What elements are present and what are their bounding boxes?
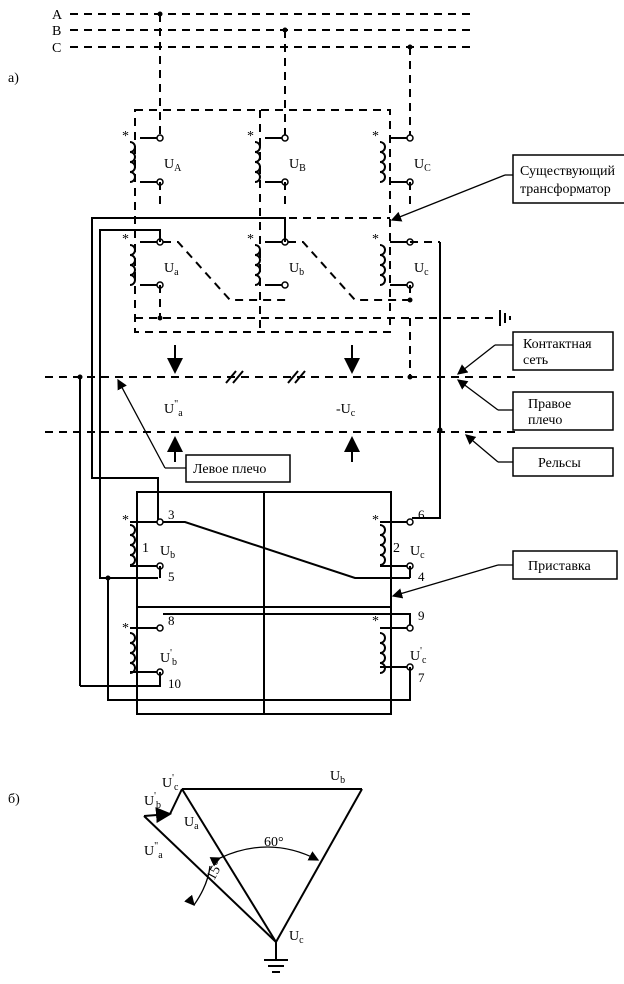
svg-text:*: * (122, 513, 129, 528)
callouts: Существующийтрансформатор Контактнаясеть… (118, 155, 624, 596)
svg-text:Ua: Ua (164, 261, 179, 278)
svg-text:-Uc: -Uc (336, 402, 356, 419)
svg-text:Ub: Ub (289, 261, 304, 278)
svg-text:*: * (372, 129, 379, 144)
svg-text:*: * (372, 232, 379, 247)
callout-rails: Рельсы (538, 456, 581, 471)
svg-text:UC: UC (414, 157, 431, 174)
phase-label-b: B (52, 24, 61, 39)
svg-text:3: 3 (168, 507, 175, 522)
svg-text:*: * (122, 129, 129, 144)
svg-text:Uc: Uc (410, 544, 425, 561)
phase-label-c: C (52, 41, 61, 56)
attachment-unit: * 1 Ub 3 5 * 2 Uc 6 4 * U'b 8 10 (80, 492, 427, 714)
svg-text:U'b: U'b (144, 791, 161, 811)
svg-text:6: 6 (418, 507, 425, 522)
part-label-b: б) (8, 792, 20, 807)
existing-transformer (135, 110, 390, 332)
svg-text:UB: UB (289, 157, 306, 174)
part-label-a: а) (8, 71, 19, 86)
svg-text:5: 5 (168, 569, 175, 584)
phase-label-a: A (52, 8, 63, 23)
svg-text:*: * (247, 232, 254, 247)
svg-text:2: 2 (393, 541, 400, 556)
svg-text:UA: UA (164, 157, 182, 174)
svg-text:Ub: Ub (160, 544, 175, 561)
svg-text:*: * (372, 513, 379, 528)
callout-left: Левое плечо (193, 462, 266, 477)
svg-text:U"a: U"a (164, 399, 183, 419)
svg-text:*: * (122, 232, 129, 247)
svg-text:4: 4 (418, 569, 425, 584)
svg-text:10: 10 (168, 676, 181, 691)
svg-text:*: * (247, 129, 254, 144)
svg-text:*: * (122, 621, 129, 636)
svg-text:U'c: U'c (162, 773, 179, 793)
angle-60: 60° (264, 835, 284, 850)
svg-text:Ua: Ua (184, 815, 199, 832)
svg-text:Ub: Ub (330, 769, 345, 786)
traction-lines: U"a -Uc (45, 318, 520, 686)
callout-attach: Приставка (528, 559, 592, 574)
svg-text:8: 8 (168, 613, 175, 628)
vector-diagram: 60° 15° Ub U'c U'b Ua U"a Uc (144, 769, 362, 972)
svg-text:7: 7 (418, 670, 425, 685)
svg-text:U'b: U'b (160, 648, 177, 668)
feed-wires (92, 218, 443, 578)
primary-windings: * * * UA UB UC (122, 129, 431, 205)
secondary-windings: * * * Ua Ub Uc (122, 232, 510, 326)
svg-text:U"a: U"a (144, 841, 163, 861)
svg-text:U'c: U'c (410, 646, 427, 666)
svg-text:1: 1 (142, 541, 149, 556)
svg-text:Uc: Uc (289, 929, 304, 946)
svg-text:*: * (372, 614, 379, 629)
svg-text:9: 9 (418, 608, 425, 623)
three-phase-lines: A B C (52, 8, 475, 138)
svg-text:Uc: Uc (414, 261, 429, 278)
